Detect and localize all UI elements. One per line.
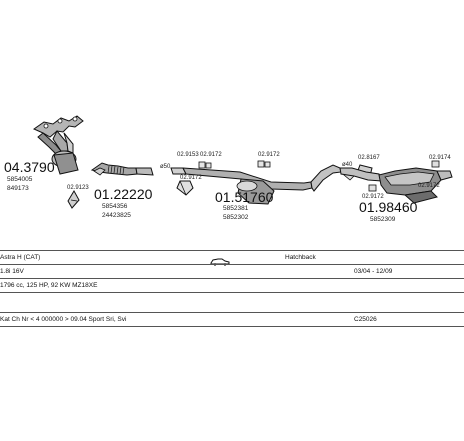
front-pipe-ref-1: 5854356	[102, 203, 128, 210]
middle-pipe-silencer[interactable]	[170, 164, 342, 205]
gasket-ref: 02.9123	[67, 185, 89, 191]
rear-hanger-top-label: 02.9174	[429, 155, 451, 161]
middle-part-number: 01.51760	[215, 189, 274, 205]
table-divider	[0, 278, 464, 279]
front-pipe[interactable]	[90, 162, 154, 176]
manifold-part-number: 04.3790	[4, 159, 55, 175]
middle-gasket-label: 02.9172	[180, 175, 202, 181]
middle-clamp-b-label: 02.9172	[200, 152, 222, 158]
vehicle-production: 03/04 - 12/09	[354, 268, 393, 275]
hatchback-car-icon	[210, 253, 230, 271]
gasket-part[interactable]	[67, 190, 80, 209]
rear-part-number: 01.98460	[359, 199, 418, 215]
vehicle-engine: 1.8i 16V	[0, 268, 24, 275]
table-divider	[0, 326, 464, 327]
vehicle-note: Kat Ch Nr < 4 000000 > 09.04 Sport Sri, …	[0, 316, 127, 323]
middle-clamp-c-label: 02.9172	[258, 152, 280, 158]
middle-ref-1: 5852381	[223, 205, 249, 212]
table-divider	[0, 292, 464, 293]
vehicle-body-type: Hatchback	[285, 254, 316, 261]
table-divider	[0, 312, 464, 313]
front-pipe-part-number: 01.22220	[94, 186, 153, 202]
exhaust-manifold[interactable]	[32, 115, 84, 175]
rear-silencer[interactable]	[339, 167, 453, 204]
manifold-ref-1: 5854005	[7, 176, 33, 183]
table-divider	[0, 250, 464, 251]
front-pipe-ref-2: 24423825	[102, 212, 131, 219]
rear-ref-1: 5852309	[370, 216, 396, 223]
table-divider	[0, 264, 464, 265]
vehicle-model: Astra H (CAT)	[0, 254, 41, 261]
catalog-code: C25026	[354, 316, 377, 323]
rear-clamp-label: 02.8167	[358, 155, 380, 161]
manifold-ref-2: 849173	[7, 185, 29, 192]
vehicle-spec: 1796 cc, 125 HP, 92 KW MZ18XE	[0, 282, 98, 289]
rear-diameter-label: ø40	[342, 162, 353, 168]
rear-rubber-b-label: 02.9172	[418, 183, 440, 189]
middle-ref-2: 5852302	[223, 214, 249, 221]
rear-rubber-a-label: 02.9172	[362, 194, 384, 200]
middle-diameter-label: ø50	[160, 164, 171, 170]
middle-clamp-a-label: 02.9153	[177, 152, 199, 158]
exhaust-system-diagram: 04.3790 5854005 849173 02.9123 01.22220 …	[4, 115, 453, 223]
